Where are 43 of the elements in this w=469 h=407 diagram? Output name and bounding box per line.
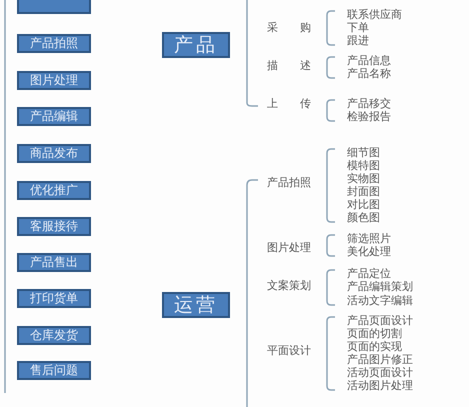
process-box: 产品 <box>162 32 230 58</box>
item-label: 产品定位 <box>347 267 391 280</box>
item-label: 产品名称 <box>347 67 391 80</box>
process-box: 产品编辑 <box>17 107 91 126</box>
item-label: 检验报告 <box>347 110 391 123</box>
item-label: 页面的切割 <box>347 327 402 340</box>
process-box: 商品发布 <box>17 144 91 163</box>
category-label: 图片处理 <box>267 241 311 254</box>
process-box: 运营 <box>162 292 230 318</box>
process-box: 售后问题 <box>17 361 91 380</box>
process-box: 仓库发货 <box>17 326 91 345</box>
item-label: 活动图片处理 <box>347 379 413 392</box>
item-label: 细节图 <box>347 146 380 159</box>
item-label: 活动文字编辑 <box>347 294 413 307</box>
item-label: 产品页面设计 <box>347 314 413 327</box>
item-label: 对比图 <box>347 198 380 211</box>
item-label: 活动页面设计 <box>347 366 413 379</box>
process-box: 客服接待 <box>17 217 91 236</box>
item-label: 页面的实现 <box>347 340 402 353</box>
item-label: 下单 <box>347 21 369 34</box>
item-label: 跟进 <box>347 34 369 47</box>
category-label: 采购 <box>267 21 333 34</box>
category-label: 文案策划 <box>267 279 311 292</box>
item-label: 联系供应商 <box>347 8 402 21</box>
process-box: 产品拍照 <box>17 34 91 53</box>
process-box: 图片处理 <box>17 71 91 90</box>
item-label: 模特图 <box>347 159 380 172</box>
item-label: 实物图 <box>347 172 380 185</box>
category-label: 平面设计 <box>267 344 311 357</box>
item-label: 美化处理 <box>347 245 391 258</box>
process-box: 打印货单 <box>17 289 91 308</box>
process-box: 产品售出 <box>17 253 91 272</box>
category-label: 描述 <box>267 59 333 72</box>
item-label: 筛选照片 <box>347 232 391 245</box>
item-label: 颜色图 <box>347 211 380 224</box>
item-label: 产品编辑策划 <box>347 280 413 293</box>
item-label: 产品图片修正 <box>347 353 413 366</box>
process-box: 优化推广 <box>17 181 91 200</box>
category-label: 产品拍照 <box>267 176 311 189</box>
item-label: 封面图 <box>347 185 380 198</box>
item-label: 产品信息 <box>347 54 391 67</box>
item-label: 产品移交 <box>347 97 391 110</box>
category-label: 上传 <box>267 97 333 110</box>
